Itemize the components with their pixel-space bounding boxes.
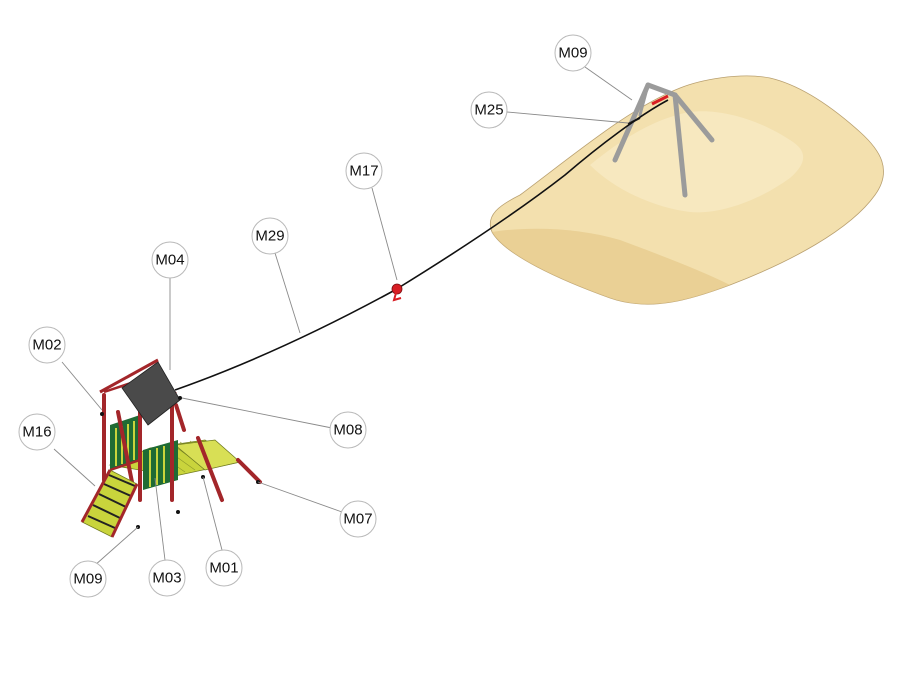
end-frame-red-fitting	[651, 94, 669, 106]
sand-pad-top	[590, 111, 804, 213]
callout-m08: M08	[329, 411, 367, 449]
callout-m16: M16	[18, 413, 56, 451]
leader-m25	[506, 111, 629, 124]
callout-m04: M04	[151, 241, 189, 279]
leader-m09-top	[584, 66, 633, 101]
trolley	[391, 283, 403, 302]
callout-label: M07	[343, 511, 372, 528]
callout-m03: M03	[148, 559, 186, 597]
leader-m03	[154, 477, 166, 561]
callout-label: M09	[558, 45, 587, 62]
leader-m29	[274, 252, 301, 334]
zip-cable	[174, 99, 669, 391]
trolley-hanger	[392, 292, 402, 302]
end-frame-right-leg	[672, 92, 688, 198]
callout-m25: M25	[470, 91, 508, 129]
leader-m02	[61, 361, 103, 411]
end-frame-top-bar	[645, 82, 678, 98]
leader-m16	[53, 448, 96, 487]
leader-m17	[371, 187, 398, 281]
play-tower	[80, 358, 262, 538]
callout-m29: M29	[251, 217, 289, 255]
callout-label: M16	[22, 424, 51, 441]
callout-label: M04	[155, 252, 184, 269]
callout-m07: M07	[339, 500, 377, 538]
leader-lines	[53, 66, 633, 567]
callout-label: M29	[255, 228, 284, 245]
end-frame-rear-leg	[672, 92, 715, 143]
callout-label: M09	[73, 571, 102, 588]
callout-m02: M02	[28, 326, 66, 364]
callout-label: M17	[349, 163, 378, 180]
trolley-wheel	[391, 283, 403, 295]
leader-m09-bottom	[93, 526, 139, 567]
sand-pad-shadow	[492, 228, 730, 305]
leader-m01	[202, 476, 223, 551]
end-frame-brace	[638, 83, 650, 117]
tower-roof-ridge	[99, 358, 159, 394]
callout-m09-bottom: M09	[69, 560, 107, 598]
leader-m07	[257, 481, 343, 513]
tower-ladder	[80, 469, 139, 538]
leader-m08	[181, 397, 333, 429]
callout-label: M01	[209, 560, 238, 577]
callout-label: M02	[32, 337, 61, 354]
callout-label: M03	[152, 570, 181, 587]
callout-label: M25	[474, 102, 503, 119]
callout-m09-top: M09	[554, 34, 592, 72]
callout-m01: M01	[205, 549, 243, 587]
callout-m17: M17	[345, 152, 383, 190]
callout-label: M08	[333, 422, 362, 439]
